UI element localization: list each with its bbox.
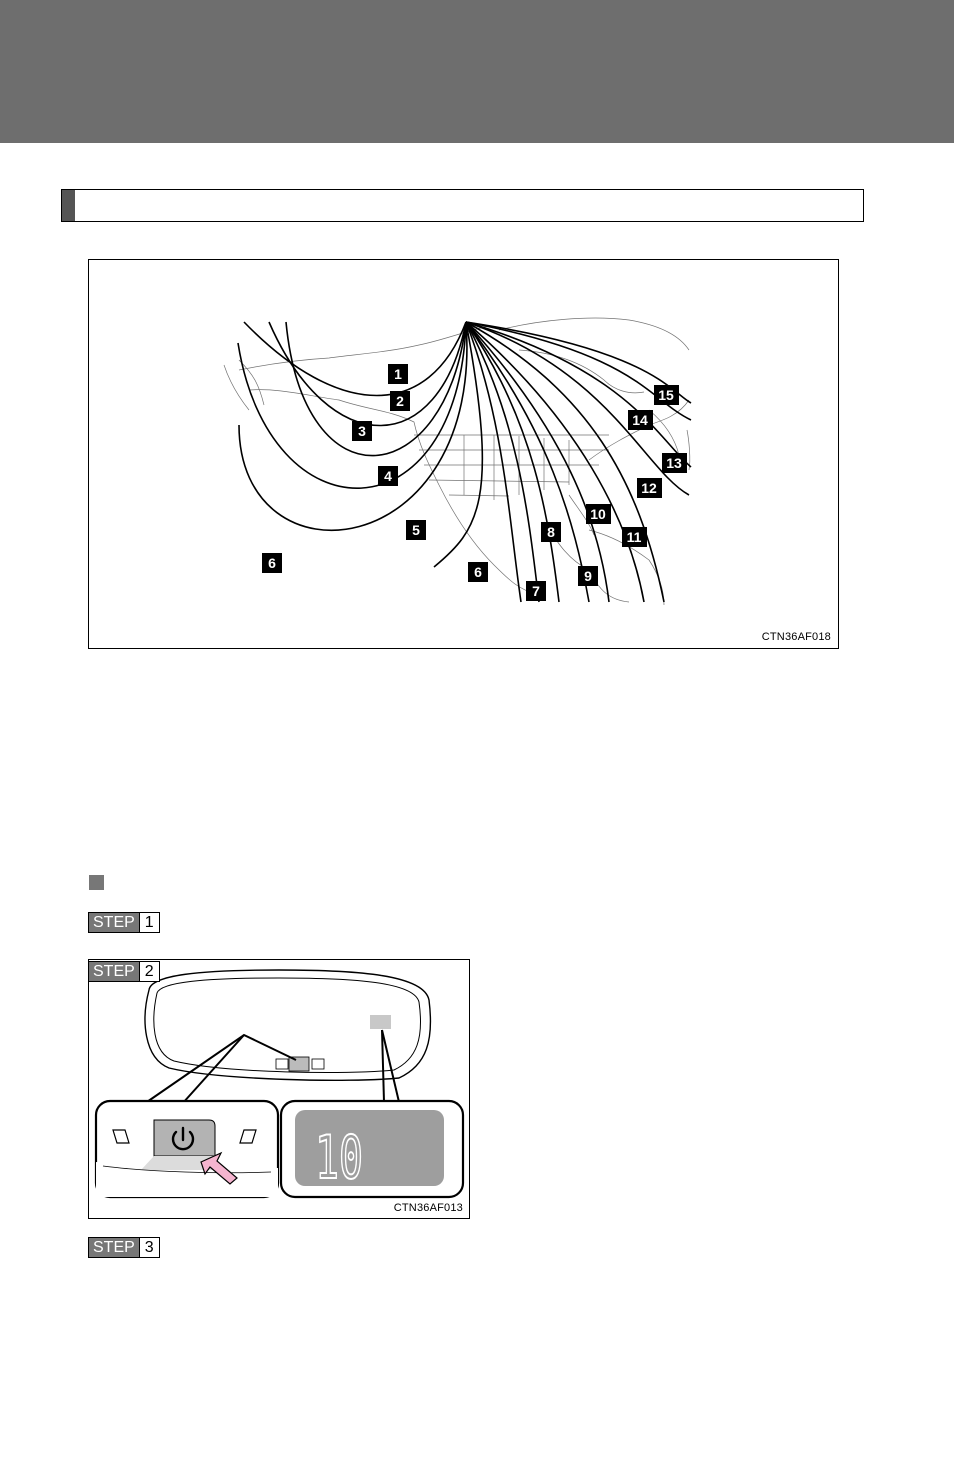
zone-label-10: 10 — [586, 504, 611, 524]
svg-text:6: 6 — [474, 564, 482, 580]
zone-label-8: 8 — [541, 522, 561, 542]
zone-label-2: 2 — [390, 391, 410, 411]
zone-label-12: 12 — [637, 478, 662, 498]
svg-text:6: 6 — [268, 555, 276, 571]
zone-label-15: 15 — [654, 385, 679, 405]
zone-label-6-pacific: 6 — [262, 553, 282, 573]
mirror-power-button — [288, 1056, 310, 1072]
zone-label-9: 9 — [578, 566, 598, 586]
svg-text:5: 5 — [412, 522, 420, 538]
zone-label-1: 1 — [388, 364, 408, 384]
svg-text:8: 8 — [547, 524, 555, 540]
zone-label-13: 13 — [662, 453, 687, 473]
zoom-panel-base — [96, 1162, 278, 1197]
step-2-badge: STEP 2 — [88, 961, 160, 982]
compass-zone-map-figure: 1 2 3 4 5 6 6 7 8 9 10 11 12 13 14 15 CT… — [88, 259, 839, 649]
zone-labels: 1 2 3 4 5 6 6 7 8 9 10 11 12 13 14 15 — [262, 364, 687, 601]
svg-text:1: 1 — [394, 366, 402, 382]
svg-text:9: 9 — [584, 568, 592, 584]
mirror-illustration: 10 — [94, 969, 465, 1199]
subsection-bullet — [89, 875, 104, 890]
section-title-bar — [61, 189, 864, 222]
zone-label-6-mexico: 6 — [468, 562, 488, 582]
svg-text:7: 7 — [532, 583, 540, 599]
mirror-outer-frame — [144, 969, 432, 1082]
zone-number-display — [295, 1110, 444, 1186]
step-number: 2 — [138, 962, 159, 981]
mirror-left-button — [275, 1058, 289, 1070]
press-arrow-icon — [200, 1151, 238, 1185]
callout-lines — [143, 1029, 400, 1105]
step-label: STEP — [89, 1238, 139, 1257]
zoom-mirror-edge — [102, 1165, 272, 1174]
svg-text:12: 12 — [641, 480, 657, 496]
zone-label-3: 3 — [352, 421, 372, 441]
zone-boundary-lines — [237, 321, 692, 603]
step-1-badge: STEP 1 — [88, 912, 160, 933]
step-3-badge: STEP 3 — [88, 1237, 160, 1258]
map-coastlines — [223, 317, 691, 606]
mirror-glass — [153, 977, 422, 1074]
zone-label-7: 7 — [526, 581, 546, 601]
svg-text:3: 3 — [358, 423, 366, 439]
svg-text:13: 13 — [666, 455, 682, 471]
svg-text:15: 15 — [658, 387, 674, 403]
section-title-tab — [62, 190, 75, 221]
zoom-right-button — [239, 1129, 257, 1144]
zone-number-readout: 10 — [315, 1123, 363, 1193]
step-number: 1 — [138, 913, 159, 932]
step-label: STEP — [89, 962, 139, 981]
svg-text:2: 2 — [396, 393, 404, 409]
mirror-display-window — [370, 1015, 391, 1029]
step-label: STEP — [89, 913, 139, 932]
zoom-left-button — [112, 1129, 130, 1144]
zoom-power-button — [153, 1119, 216, 1157]
zone-label-4: 4 — [378, 466, 398, 486]
svg-text:4: 4 — [384, 468, 392, 484]
mirror-figure: 10 CTN36AF013 — [88, 959, 470, 1219]
mirror-right-button — [311, 1058, 325, 1070]
zone-label-5: 5 — [406, 520, 426, 540]
map-figure-code: CTN36AF018 — [761, 631, 831, 643]
svg-text:14: 14 — [632, 412, 648, 428]
step-number: 3 — [138, 1238, 159, 1257]
svg-text:11: 11 — [627, 529, 642, 545]
compass-zone-map: 1 2 3 4 5 6 6 7 8 9 10 11 12 13 14 15 — [223, 317, 692, 606]
page-header-band — [0, 0, 954, 143]
zone-label-14: 14 — [628, 410, 653, 430]
mirror-figure-code: CTN36AF013 — [393, 1202, 463, 1214]
zone-label-11: 11 — [622, 527, 647, 547]
svg-text:10: 10 — [590, 506, 606, 522]
power-icon — [171, 1126, 195, 1151]
zoom-power-button-shadow — [141, 1156, 215, 1170]
